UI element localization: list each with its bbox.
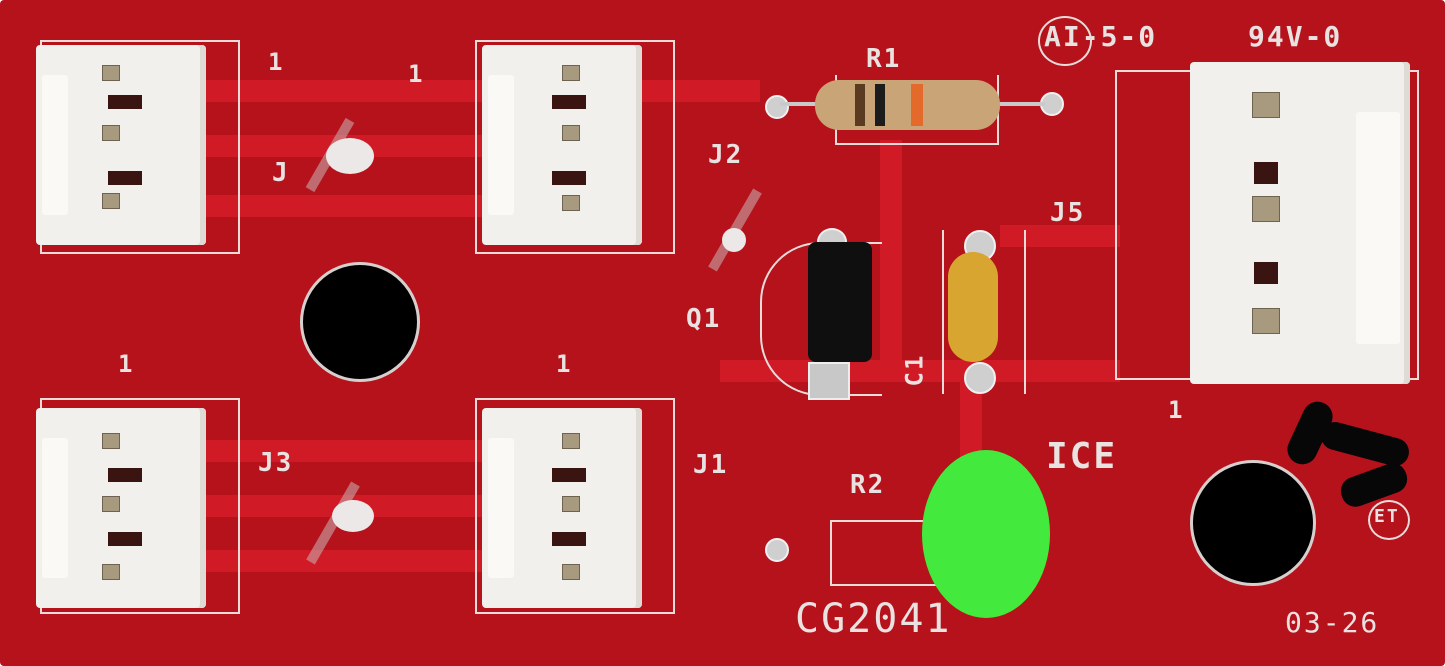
color-band [911,84,923,126]
mounting-hole [1190,460,1316,586]
silk-part-number: CG2041 [795,596,952,642]
trace [200,550,490,572]
marker-scribble [1317,418,1413,470]
c1-pad [964,362,996,394]
silk-pin1: 1 [1168,396,1185,424]
silk-pin1: 1 [268,48,285,76]
slot [552,171,586,185]
label-ice: ICE [1046,436,1118,477]
label-c1: C1 [900,353,929,387]
pin [562,125,580,141]
connector-j4 [36,45,206,245]
pin [1252,92,1280,118]
slot [1254,162,1278,184]
pin [562,564,580,580]
slot [108,95,142,109]
connector-latch [488,438,514,578]
et-circle [1368,500,1410,540]
trace [200,195,490,217]
resistor-r1 [815,80,1000,130]
connector-latch [488,75,514,215]
pin [562,496,580,512]
connector-j1 [482,408,642,608]
label-j2: J2 [708,140,744,170]
slot [1254,262,1278,284]
slot [552,468,586,482]
silk-pin1: 1 [556,350,573,378]
pin [102,564,120,580]
solder-blob [722,228,746,252]
solder-blob [332,500,374,532]
pin [562,195,580,211]
label-j1: J1 [693,450,729,480]
label-j5: J5 [1050,198,1086,228]
pin [1252,196,1280,222]
ai-circle [1038,16,1092,66]
label-q1: Q1 [686,304,722,334]
capacitor-c1 [948,252,998,362]
c1-outline [942,230,1026,394]
r2-pad [765,538,789,562]
color-band [875,84,885,126]
silk-pin1: 1 [118,350,135,378]
slot [552,95,586,109]
pin [102,193,120,209]
trace [880,140,902,360]
label-r1: R1 [866,44,902,74]
transistor-q1 [808,242,872,362]
green-sticker [922,450,1050,618]
connector-latch [1356,112,1400,344]
slot [552,532,586,546]
pin [102,496,120,512]
q1-pad-square [808,362,850,400]
mounting-hole [300,262,420,382]
connector-j5 [1190,62,1410,384]
silk-pin1: 1 [408,60,425,88]
trace [200,440,490,462]
solder-blob [326,138,374,174]
pin [102,433,120,449]
silk-date-code: 03-26 [1285,606,1380,639]
color-band [855,84,865,126]
connector-latch [42,75,68,215]
silk-flammability: 94V-0 [1248,20,1343,53]
pin [102,65,120,81]
trace [1000,225,1120,247]
connector-latch [42,438,68,578]
slot [108,468,142,482]
pin [102,125,120,141]
r1-pad [765,95,789,119]
pin [562,65,580,81]
connector-j3 [36,408,206,608]
j2-outline [475,40,675,254]
pin [562,433,580,449]
label-j3: J3 [258,448,294,478]
slot [108,532,142,546]
label-j4: J [272,158,290,188]
slot [108,171,142,185]
pin [1252,308,1280,334]
j1-outline [475,398,675,614]
label-r2: R2 [850,470,886,500]
connector-j2 [482,45,642,245]
